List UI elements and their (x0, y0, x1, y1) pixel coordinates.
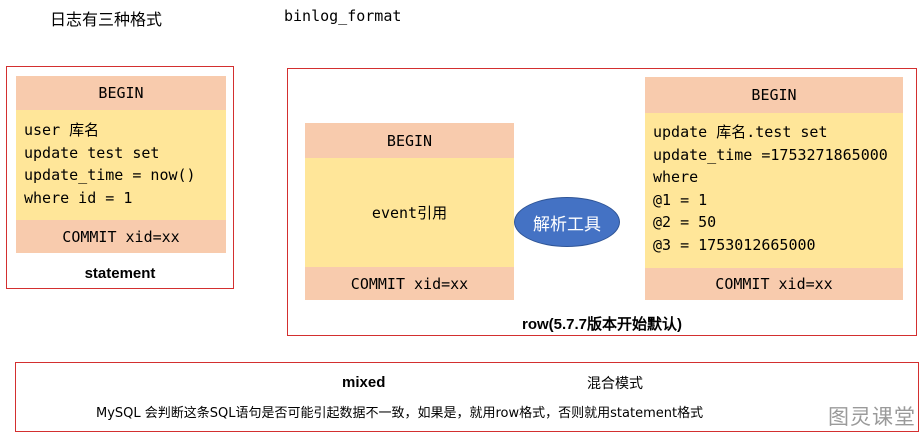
row-left-commit-block: COMMIT xid=xx (305, 267, 514, 300)
row-right-line-5: @2 = 50 (653, 213, 717, 231)
mixed-description: MySQL 会判断这条SQL语句是否可能引起数据不一致，如果是，就用row格式，… (96, 406, 704, 421)
statement-begin-label: BEGIN (98, 84, 144, 102)
row-right-begin-label: BEGIN (751, 86, 797, 104)
statement-line-4: where id = 1 (24, 188, 133, 207)
statement-frame: BEGIN user 库名 update test set update_tim… (6, 66, 234, 289)
row-left-begin-block: BEGIN (305, 123, 514, 158)
row-right-begin-block: BEGIN (645, 77, 903, 113)
statement-line-3: update_time = now() (24, 166, 196, 184)
row-right-line-4: @1 = 1 (653, 190, 708, 209)
row-left-commit-label: COMMIT xid=xx (350, 274, 469, 293)
row-left-event-block: event引用 (305, 158, 514, 267)
statement-sql-block: user 库名 update test set update_time = no… (16, 110, 226, 220)
row-right-sql-block: update 库名.test set update_time =17532718… (645, 113, 903, 268)
mixed-subtitle: 混合模式 (587, 376, 643, 392)
parse-tool-label: 解析工具 (533, 214, 601, 235)
statement-caption: statement (84, 265, 156, 282)
row-right-commit-label: COMMIT xid=xx (715, 275, 833, 293)
row-right-line-1: update 库名.test set (653, 123, 828, 141)
row-right-line-3: where (653, 168, 699, 186)
statement-commit-block: COMMIT xid=xx (16, 220, 226, 253)
row-frame: BEGIN event引用 COMMIT xid=xx 解析工具 BEGIN u… (287, 68, 917, 336)
row-left-begin-label: BEGIN (386, 131, 433, 150)
watermark: 图灵课堂 (828, 405, 916, 429)
row-right-commit-block: COMMIT xid=xx (645, 268, 903, 300)
mixed-frame: mixed 混合模式 MySQL 会判断这条SQL语句是否可能引起数据不一致，如… (15, 362, 919, 432)
statement-line-2: update test set (24, 143, 160, 162)
row-right-line-2: update_time =1753271865000 (653, 145, 888, 164)
statement-begin-block: BEGIN (16, 76, 226, 110)
row-left-event-label: event引用 (371, 204, 448, 222)
parse-tool-ellipse: 解析工具 (514, 197, 620, 247)
page-title: 日志有三种格式 (50, 10, 163, 29)
row-caption: row(5.7.7版本开始默认) (521, 316, 683, 333)
statement-line-1: user 库名 (24, 121, 100, 139)
statement-commit-label: COMMIT xid=xx (62, 227, 180, 246)
mixed-title: mixed (342, 374, 386, 391)
row-right-line-6: @3 = 1753012665000 (653, 235, 816, 254)
binlog-format-label: binlog_format (284, 7, 402, 25)
